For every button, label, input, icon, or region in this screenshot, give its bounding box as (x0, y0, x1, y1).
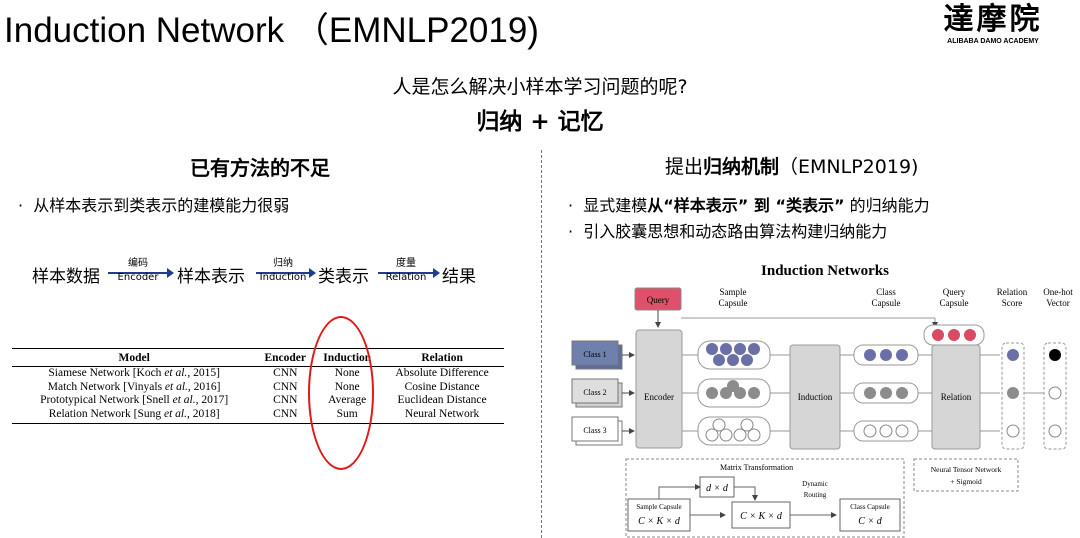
svg-text:Class 3: Class 3 (583, 426, 606, 435)
class-capsule-3 (853, 420, 919, 442)
right-bullet-1: · 显式建模从“样本表示” 到 “类表示” 的归纳能力 (568, 196, 930, 215)
sample-capsule-box (627, 498, 691, 532)
flow-arrow-2-top: 归纳 (273, 258, 293, 269)
col-model: Model (12, 348, 257, 367)
right-bullet-2-text: 引入胶囊思想和动态路由算法构建归纳能力 (583, 222, 888, 241)
relation-label: Relation (941, 392, 972, 402)
diagram-title: Induction Networks (761, 263, 889, 279)
page-title: Induction Network （EMNLP2019) (4, 11, 539, 50)
flow-arrow-encoder (108, 268, 174, 278)
induction-label: Induction (798, 392, 833, 402)
class-3-box: Class 3 (571, 416, 623, 446)
flow-step-4: 结果 (442, 267, 476, 287)
relation-block (931, 344, 981, 450)
relation-score-column (1001, 342, 1025, 450)
flow-step-2: 样本表示 (177, 267, 245, 287)
cell-model: Relation Network [Sung et al., 2018] (12, 407, 257, 424)
right-bullet-1-c: 的归纳能力 (844, 196, 930, 215)
right-heading-bold: 归纳机制 (703, 156, 780, 178)
table-row: Prototypical Network [Snell et al., 2017… (12, 394, 504, 408)
svg-text:Class 2: Class 2 (583, 388, 606, 397)
sample-capsule-box-label: Sample Capsule (636, 503, 681, 511)
table-row: Relation Network [Sung et al., 2018] CNN… (12, 407, 504, 424)
cell-relation: Absolute Difference (395, 367, 489, 379)
cell-model: Siamese Network [Koch et al., 2015] (48, 367, 220, 379)
left-heading: 已有方法的不足 (190, 156, 330, 180)
left-bullet: · 从样本表示到类表示的建模能力很弱 (18, 196, 290, 215)
class-2-box: Class 2 (571, 378, 623, 408)
flow-arrow-relation (378, 268, 440, 278)
ntn-label: Neural Tensor Network (931, 465, 1002, 474)
cell-encoder: CNN (273, 394, 298, 406)
cell-encoder: CNN (256, 407, 315, 424)
class-capsule-box (839, 498, 901, 532)
induction-detail-box (625, 458, 905, 538)
matrix-transformation-label: Matrix Transformation (720, 463, 793, 472)
induction-block (789, 344, 841, 450)
sigmoid-label: + Sigmoid (950, 477, 982, 486)
left-bullet-text: 从样本表示到类表示的建模能力很弱 (33, 196, 290, 215)
cell-relation: Cosine Distance (404, 380, 480, 393)
query-label: Query (647, 295, 670, 305)
right-heading-prefix: 提出 (665, 156, 704, 178)
class-capsule-1 (853, 344, 919, 366)
logo-english: ALIBABA DAMO ACADEMY (947, 38, 1039, 45)
encoder-block (635, 329, 683, 449)
right-bullet-1-b: 从“样本表示” 到 “类表示” (647, 196, 845, 215)
col-relation: Relation (380, 348, 504, 367)
flow-arrow-2-bottom: Induction (259, 272, 307, 283)
right-heading-suffix: （EMNLP2019) (779, 156, 919, 178)
onehot-vector-column (1043, 342, 1067, 450)
comparison-table: Model Encoder Induction Relation Siamese… (12, 348, 504, 424)
class-capsule-2 (853, 382, 919, 404)
logo-chinese: 達摩院 (943, 2, 1043, 37)
column-divider (541, 150, 542, 538)
sample-capsule-row-2 (697, 378, 771, 408)
query-capsule (923, 324, 985, 346)
cell-encoder: CNN (273, 380, 298, 393)
svg-text:Class 1: Class 1 (583, 350, 606, 359)
right-heading: 提出归纳机制（EMNLP2019) (665, 152, 918, 179)
sample-capsule-row-3 (697, 416, 771, 446)
cell-relation: Euclidean Distance (397, 394, 487, 406)
flow-arrow-1-bottom: Encoder (117, 272, 159, 283)
cd-label: C × d (858, 516, 882, 527)
flow-arrow-induction (256, 268, 316, 278)
cell-relation: Neural Network (380, 407, 504, 424)
ckd-mid-label: C × K × d (740, 511, 783, 522)
table-header-row: Model Encoder Induction Relation (12, 348, 504, 367)
cell-encoder: CNN (273, 367, 298, 379)
flow-step-3: 类表示 (318, 267, 369, 287)
table-row: Match Network [Vinyals et al., 2016] CNN… (12, 381, 504, 395)
cell-model: Match Network [Vinyals et al., 2016] (47, 380, 221, 393)
sample-capsule-row-1 (697, 340, 771, 370)
flow-step-1: 样本数据 (32, 267, 100, 287)
class-capsule-box-label: Class Capsule (850, 503, 889, 511)
cell-model: Prototypical Network [Snell et al., 2017… (40, 394, 229, 406)
flow-arrow-3-bottom: Relation (385, 272, 427, 283)
dxd-label: d × d (706, 483, 729, 494)
relation-detail-box (913, 458, 1019, 492)
ckd-mid-box (731, 501, 791, 529)
ckd-label: C × K × d (638, 516, 681, 527)
col-encoder: Encoder (256, 348, 315, 367)
encoder-label: Encoder (644, 392, 674, 402)
table-row: Siamese Network [Koch et al., 2015] CNN … (12, 367, 504, 381)
right-bullet-1-a: 显式建模 (583, 196, 648, 215)
flow-arrow-1-top: 编码 (128, 258, 148, 269)
right-bullet-2: · 引入胶囊思想和动态路由算法构建归纳能力 (568, 222, 888, 241)
class-1-box: Class 1 (571, 340, 623, 370)
flow-arrow-3-top: 度量 (396, 258, 416, 269)
induction-highlight-oval (308, 316, 374, 470)
answer-text: 归纳 + 记忆 (476, 109, 604, 135)
question-text: 人是怎么解决小样本学习问题的呢? (392, 76, 688, 98)
damo-logo: 達摩院 ALIBABA DAMO ACADEMY (938, 2, 1048, 45)
